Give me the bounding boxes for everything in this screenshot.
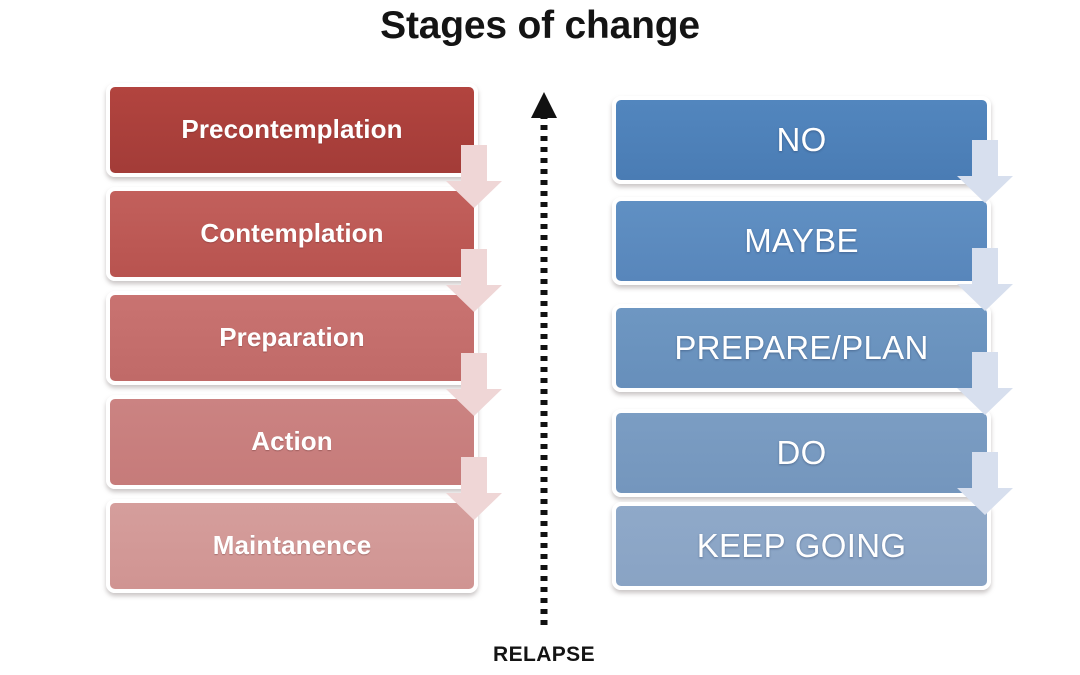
stage-label: Maintanence (212, 530, 372, 561)
response-label: KEEP GOING (696, 526, 907, 564)
response-label: MAYBE (744, 221, 859, 259)
relapse-axis (508, 88, 580, 636)
page-title: Stages of change (380, 4, 700, 47)
response-box-do[interactable]: DO (612, 409, 991, 497)
response-label: PREPARE/PLAN (674, 328, 929, 366)
response-box-prepare-plan[interactable]: PREPARE/PLAN (612, 304, 991, 392)
response-label: DO (776, 433, 827, 471)
stage-box-precontemplation[interactable]: Precontemplation (106, 83, 478, 177)
stage-box-action[interactable]: Action (106, 395, 478, 489)
stage-label: Precontemplation (181, 114, 403, 145)
stage-label: Action (251, 426, 333, 457)
response-label: NO (776, 120, 827, 158)
stage-box-maintanence[interactable]: Maintanence (106, 499, 478, 593)
response-box-maybe[interactable]: MAYBE (612, 197, 991, 285)
stage-box-preparation[interactable]: Preparation (106, 291, 478, 385)
response-box-no[interactable]: NO (612, 96, 991, 184)
stage-box-contemplation[interactable]: Contemplation (106, 187, 478, 281)
stage-label: Contemplation (200, 218, 384, 249)
relapse-label: RELAPSE (493, 643, 595, 666)
stage-label: Preparation (219, 322, 365, 353)
response-box-keep-going[interactable]: KEEP GOING (612, 502, 991, 590)
